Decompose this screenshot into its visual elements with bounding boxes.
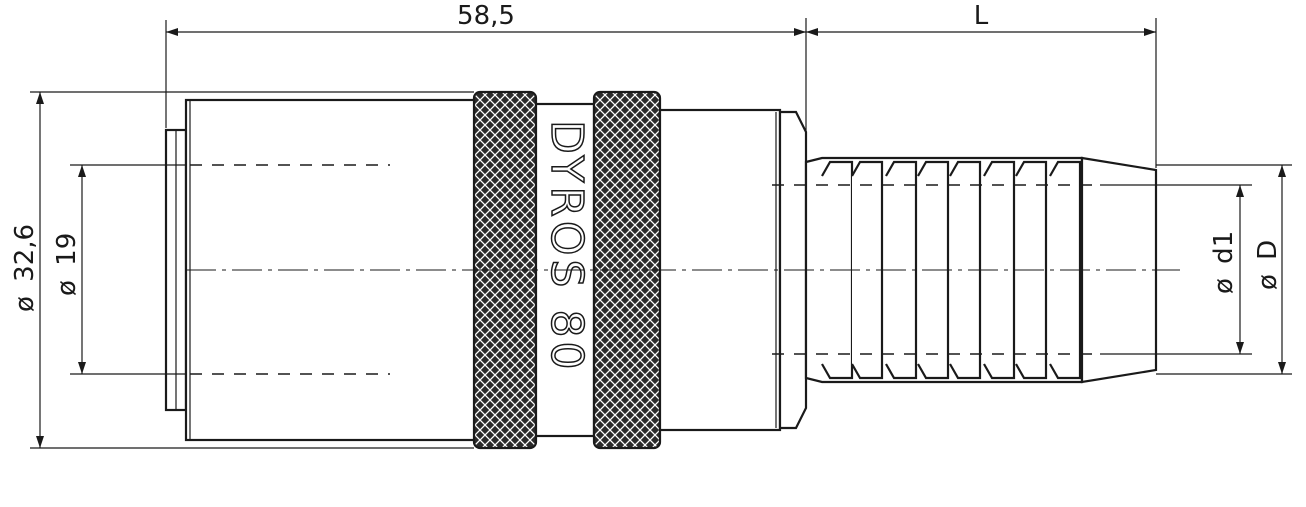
svg-text:ø D: ø D — [1253, 240, 1283, 290]
dim-outer-diameter-label: 32,6 — [10, 224, 40, 282]
dimension-inner-diameter: ø 19 — [52, 165, 86, 374]
diameter-symbol: ø — [10, 296, 40, 312]
dim-inner-diameter-label: 19 — [52, 233, 82, 266]
svg-text:ø 32,6: ø 32,6 — [10, 224, 40, 312]
dimension-D: ø D — [1253, 165, 1286, 374]
svg-text:ø 19: ø 19 — [52, 233, 82, 296]
dimension-d1: ø d1 — [1209, 185, 1244, 354]
svg-text:ø d1: ø d1 — [1209, 231, 1239, 294]
dimension-outer-diameter: ø 32,6 — [10, 92, 44, 448]
dimension-L: L — [806, 1, 1156, 36]
dim-hose-length-label: L — [974, 1, 989, 31]
extension-lines — [30, 18, 1292, 449]
diameter-symbol: ø — [52, 280, 82, 296]
diameter-symbol: ø — [1253, 274, 1283, 290]
diameter-symbol: ø — [1209, 278, 1239, 294]
dim-hose-outer-label: D — [1253, 240, 1283, 260]
dim-body-length-label: 58,5 — [457, 1, 515, 31]
dimension-58-5: 58,5 — [166, 1, 806, 36]
brand-label: DYROS 80 — [541, 120, 592, 373]
dim-hose-inner-label: d1 — [1209, 231, 1239, 264]
